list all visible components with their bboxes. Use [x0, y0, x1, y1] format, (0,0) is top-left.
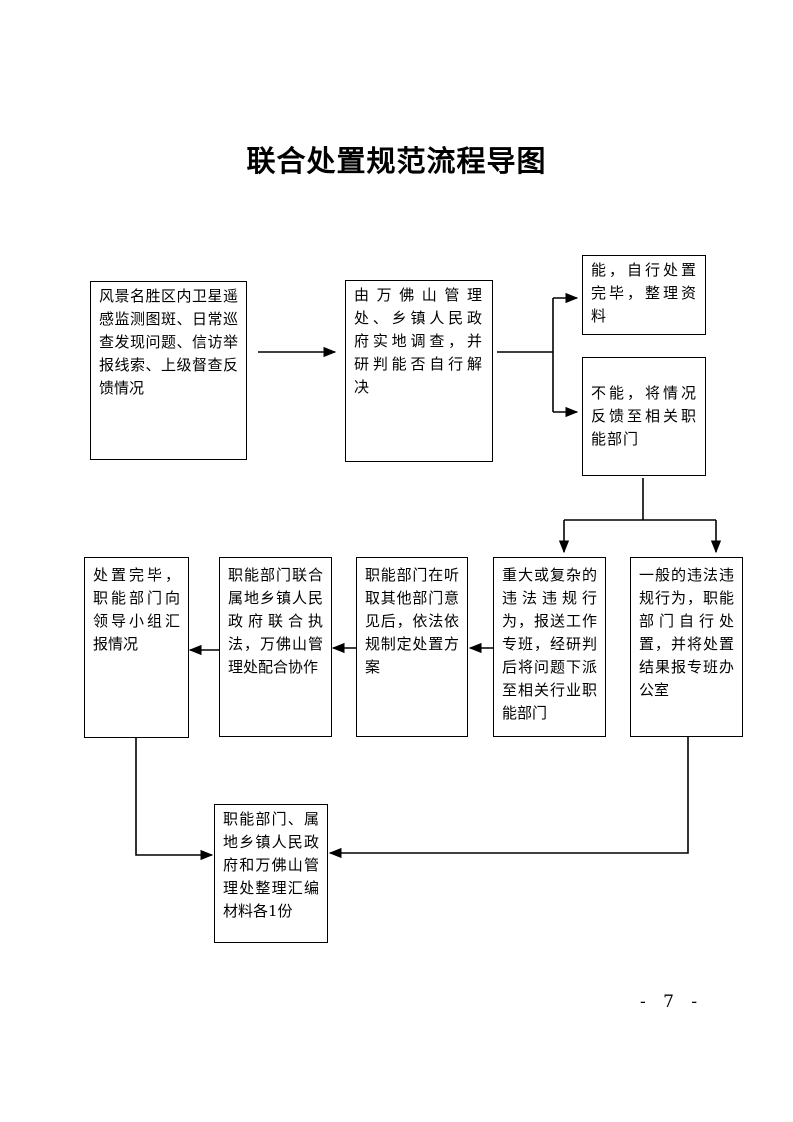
arrow-report-to-archive	[135, 738, 214, 861]
box-joint-enforcement: 职能部门联合属地乡镇人民政府联合执法，万佛山管理处配合协作	[219, 557, 332, 737]
page-title: 联合处置规范流程导图	[246, 144, 547, 178]
arrow-general-to-archive	[328, 735, 689, 859]
page-number: - 7 -	[640, 992, 704, 1012]
box-dept-plan: 职能部门在听取其他部门意见后，依法依规制定处置方案	[356, 557, 468, 737]
box-cannot-handle: 不能，将情况反馈至相关职能部门	[582, 357, 706, 476]
box-source: 风景名胜区内卫星遥感监测图斑、日常巡查发现问题、信访举报线索、上级督查反馈情况	[90, 281, 247, 460]
box-major-violation: 重大或复杂的违法违规行为，报送工作专班，经研判后将问题下派至相关行业职能部门	[493, 557, 606, 737]
box-general-violation: 一般的违法违规行为，职能部门自行处置，并将处置结果报专班办公室	[630, 557, 743, 737]
box-investigate: 由万佛山管理处、乡镇人民政府实地调查，并研判能否自行解决	[345, 280, 493, 462]
box-can-handle: 能，自行处置完毕，整理资料	[582, 255, 706, 335]
box-report: 处置完毕，职能部门向领导小组汇报情况	[84, 557, 189, 738]
box-archive: 职能部门、属地乡镇人民政府和万佛山管理处整理汇编材料各1份	[214, 804, 328, 943]
